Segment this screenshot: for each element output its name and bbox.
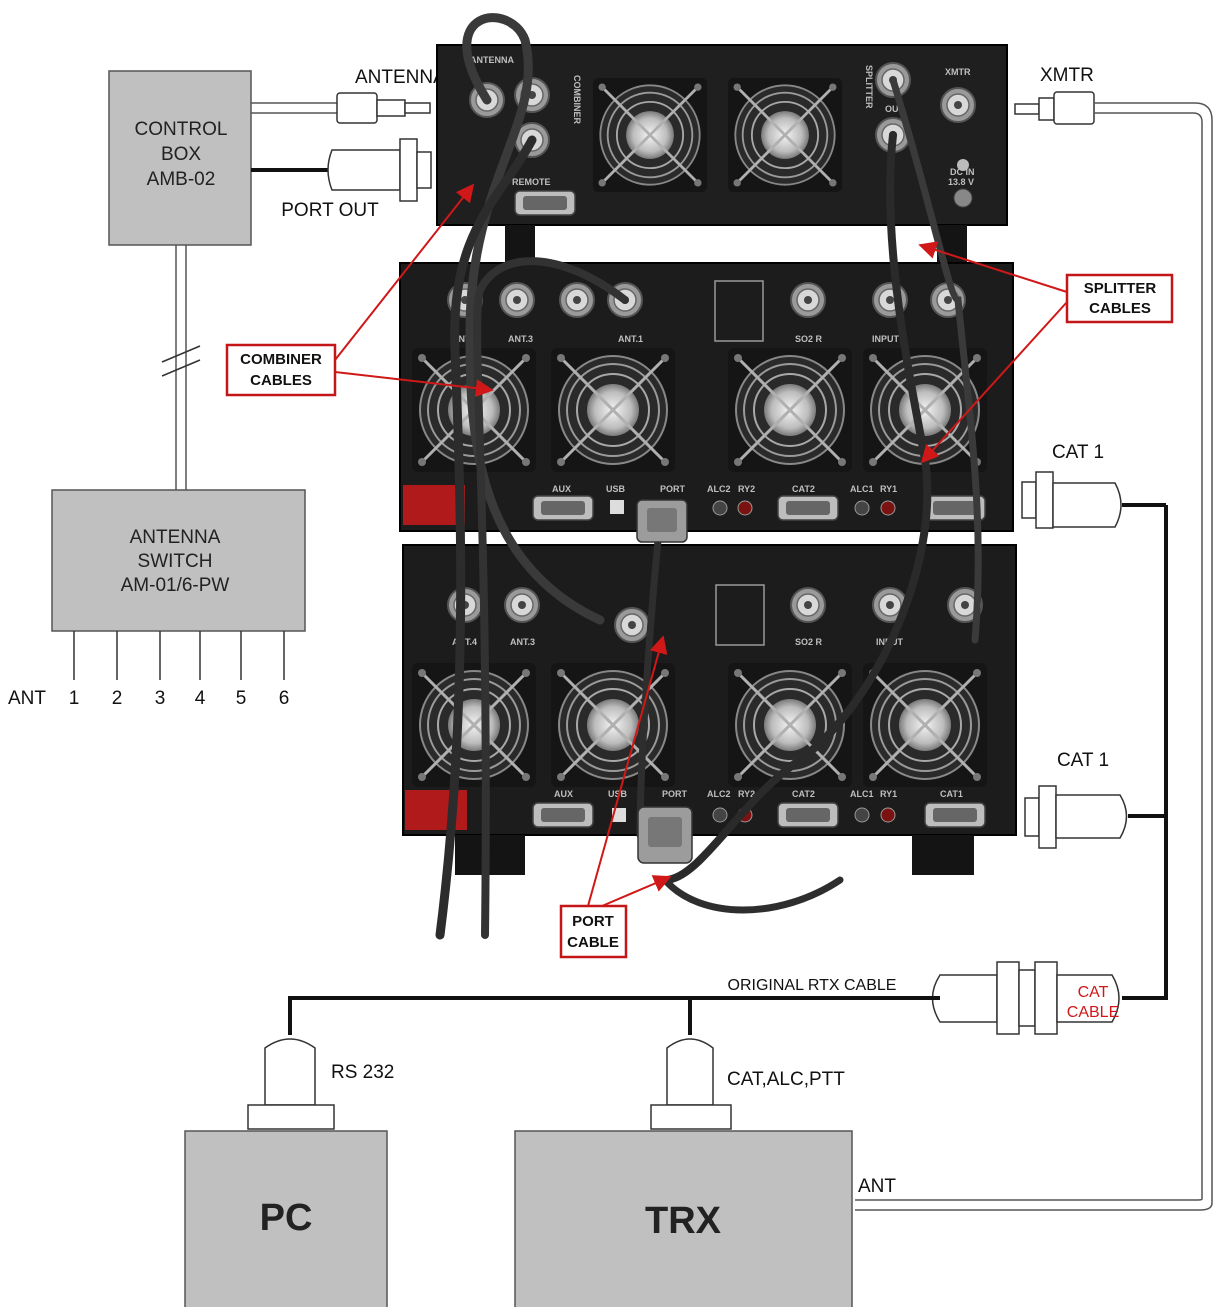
panel-label: USB — [608, 789, 628, 799]
port-plug-2 — [637, 806, 693, 864]
panel-label: REMOTE — [512, 177, 551, 187]
control-box-line3: AMB-02 — [147, 169, 216, 190]
cat1-bottom-label: CAT 1 — [1057, 750, 1109, 771]
panel-label: XMTR — [945, 67, 971, 77]
original-rtx-cable-label: ORIGINAL RTX CABLE — [728, 977, 897, 994]
ant-number: 6 — [279, 688, 290, 709]
panel-label: ALC1 — [850, 484, 874, 494]
antenna-switch-line1: ANTENNA — [130, 527, 221, 548]
control-cable — [161, 245, 201, 490]
port-arrow-2 — [601, 875, 672, 907]
antenna-switch: ANTENNA SWITCH AM-01/6-PW — [51, 489, 306, 632]
panel-label: ALC2 — [707, 789, 731, 799]
equipment-stack: ANTENNA REMOTE XMTR OUT DC IN 13.8 V COM… — [399, 13, 1017, 940]
xmtr-label: XMTR — [1040, 65, 1094, 86]
panel-label: USB — [606, 484, 626, 494]
combiner-arrow-2 — [334, 371, 494, 398]
panel-label: RY1 — [880, 484, 897, 494]
panel-label: COMBINER — [572, 75, 582, 124]
control-box-line1: CONTROL — [135, 119, 228, 140]
port-arrow-1 — [587, 635, 668, 907]
panel-label: CAT1 — [940, 789, 963, 799]
trx-unit: CAT,ALC,PTT TRX ANT — [514, 1038, 896, 1307]
panel-label: RY2 — [738, 789, 755, 799]
panel-label: SO2 R — [795, 334, 823, 344]
panel-label: CAT2 — [792, 484, 815, 494]
ant-row-prefix: ANT — [8, 688, 46, 709]
panel-label: ANT.4 — [452, 334, 477, 344]
control-box: CONTROL BOX AMB-02 — [108, 70, 252, 246]
cat1-top-connector: CAT 1 — [1021, 442, 1166, 529]
splitter-callout-line1: SPLITTER — [1084, 280, 1157, 297]
port-plug-1 — [636, 499, 688, 543]
panel-label: SPLITTER — [864, 65, 874, 109]
original-rtx-cable: ORIGINAL RTX CABLE — [288, 977, 940, 1035]
antenna-number-row: ANT 1 2 3 4 5 6 — [8, 688, 289, 709]
photo-cables — [435, 13, 982, 940]
panel-label: ANTENNA — [470, 55, 514, 65]
ant-number: 1 — [69, 688, 80, 709]
cat-trunk-cable — [1122, 505, 1168, 1000]
panel-label: INPUT — [872, 334, 900, 344]
antenna-label: ANTENNA — [355, 67, 446, 88]
antenna-switch-line2: SWITCH — [138, 551, 213, 572]
splitter-cables-callout: SPLITTER CABLES — [918, 241, 1174, 464]
splitter-callout-line2: CABLES — [1089, 300, 1151, 317]
port-callout-line1: PORT — [572, 913, 614, 930]
panel-label: AUX — [552, 484, 571, 494]
combiner-callout-line1: COMBINER — [240, 351, 322, 368]
port-out-connector: PORT OUT — [251, 138, 432, 221]
panel-label: CAT2 — [792, 789, 815, 799]
panel-label: 13.8 V — [948, 177, 974, 187]
panel-label: AUX — [554, 789, 573, 799]
panel-label: SO2 R — [795, 637, 823, 647]
combiner-callout-line2: CABLES — [250, 372, 312, 389]
amplifier-2: ANT.4 ANT.3 SO2 R INPUT AUX USB PORT ALC… — [402, 544, 1017, 875]
cat1-bottom-connector: CAT 1 — [1024, 750, 1166, 849]
panel-label: ALC2 — [707, 484, 731, 494]
antenna-switch-line3: AM-01/6-PW — [121, 575, 230, 596]
ant-number: 3 — [155, 688, 166, 709]
antenna-outputs — [73, 631, 285, 680]
panel-label: OUT — [885, 104, 905, 114]
cat-alc-ptt-label: CAT,ALC,PTT — [727, 1069, 845, 1090]
port-cable-callout: PORT CABLE — [559, 635, 672, 959]
splitter-arrow-2 — [920, 301, 1068, 464]
port-out-label: PORT OUT — [281, 200, 379, 221]
ant-number: 2 — [112, 688, 123, 709]
splitter-arrow-1 — [918, 241, 1068, 293]
combiner-cables-callout: COMBINER CABLES — [225, 183, 494, 398]
control-box-line2: BOX — [161, 144, 201, 165]
panel-label: DC IN — [950, 167, 975, 177]
panel-label: ANT.3 — [508, 334, 533, 344]
panel-label: ANT.1 — [618, 334, 643, 344]
panel-label: PORT — [660, 484, 686, 494]
antenna-connector: ANTENNA — [251, 67, 446, 124]
panel-label: RY2 — [738, 484, 755, 494]
trx-label: TRX — [645, 1200, 722, 1242]
cat-cable-line1: CAT — [1078, 984, 1109, 1001]
panel-label: ANT.3 — [510, 637, 535, 647]
panel-label: RY1 — [880, 789, 897, 799]
panel-label: PORT — [662, 789, 688, 799]
xmtr-connector: XMTR — [855, 65, 1213, 1211]
rs232-label: RS 232 — [331, 1062, 394, 1083]
ant-number: 4 — [195, 688, 206, 709]
pc-unit: RS 232 PC — [184, 1038, 394, 1307]
pc-label: PC — [260, 1197, 313, 1239]
cat1-top-label: CAT 1 — [1052, 442, 1104, 463]
cat-cable-line2: CABLE — [1067, 1004, 1119, 1021]
combiner-arrow-1 — [334, 183, 475, 361]
port-callout-line2: CABLE — [567, 934, 619, 951]
trx-ant-label: ANT — [858, 1176, 896, 1197]
panel-label: ALC1 — [850, 789, 874, 799]
cat-cable-connector: CAT CABLE — [931, 961, 1120, 1035]
ant-number: 5 — [236, 688, 247, 709]
